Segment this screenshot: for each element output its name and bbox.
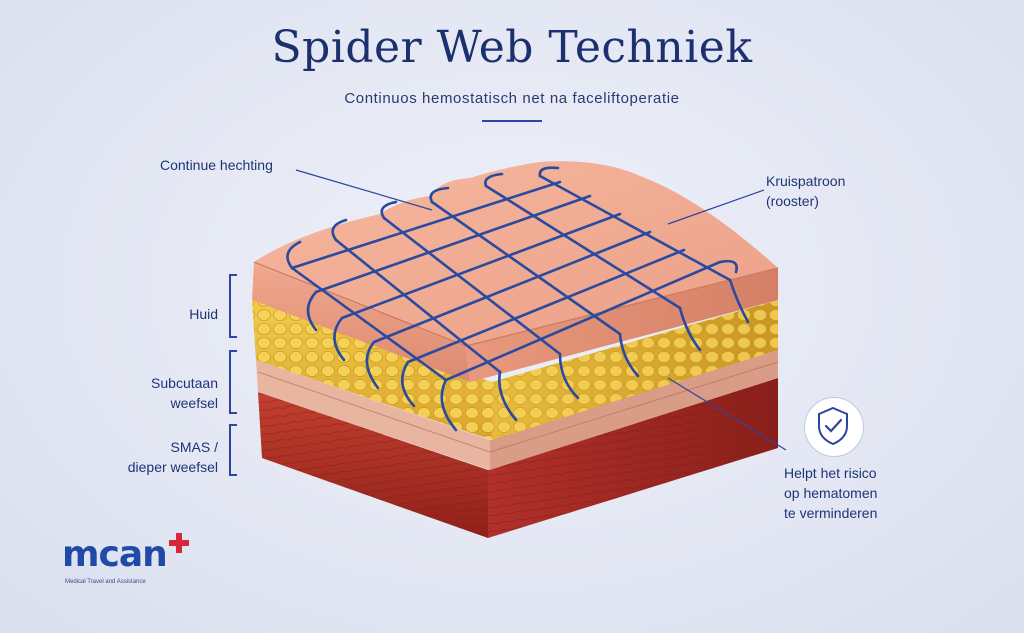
mcan-logo: mcan Medical Travel and Assistance: [62, 533, 189, 585]
label-cross-pattern-line2: (rooster): [766, 193, 819, 209]
logo-wordmark: mcan: [62, 534, 168, 575]
label-continuous-suture: Continue hechting: [160, 157, 273, 173]
shield-check-icon: [804, 397, 864, 457]
label-cross-pattern-line1: Kruispatroon: [766, 173, 846, 189]
label-skin: Huid: [189, 306, 218, 322]
label-cross-pattern: Kruispatroon (rooster): [766, 171, 845, 211]
label-subcutaneous-line2: weefsel: [170, 395, 218, 411]
label-smas-line2: dieper weefsel: [127, 459, 218, 475]
label-subcutaneous-line1: Subcutaan: [151, 375, 218, 391]
medical-cross-icon: [169, 533, 189, 553]
label-risk-line2: op hematomen: [784, 485, 878, 501]
label-smas-line1: SMAS /: [170, 439, 218, 455]
page-subtitle: Continuos hemostatisch net na faceliftop…: [344, 90, 680, 107]
subcutaneous-layer: [252, 300, 778, 440]
label-risk-line3: te verminderen: [784, 505, 878, 521]
title-divider: [482, 120, 542, 122]
smas-layer: [258, 378, 778, 538]
label-risk-line1: Helpt het risico: [784, 465, 877, 481]
label-risk: Helpt het risico op hematomen te vermind…: [784, 463, 877, 523]
bracket-smas: [229, 424, 241, 476]
leader-lines: [295, 169, 787, 451]
suture-net: [286, 166, 750, 432]
logo-tagline: Medical Travel and Assistance: [65, 579, 146, 585]
page-title: Spider Web Techniek: [271, 22, 753, 73]
bracket-skin: [229, 274, 241, 338]
label-smas: SMAS / dieper weefsel: [98, 437, 218, 477]
label-subcutaneous: Subcutaan weefsel: [98, 373, 218, 413]
bracket-subcutaneous: [229, 350, 241, 414]
fascia-layer: [256, 350, 779, 470]
